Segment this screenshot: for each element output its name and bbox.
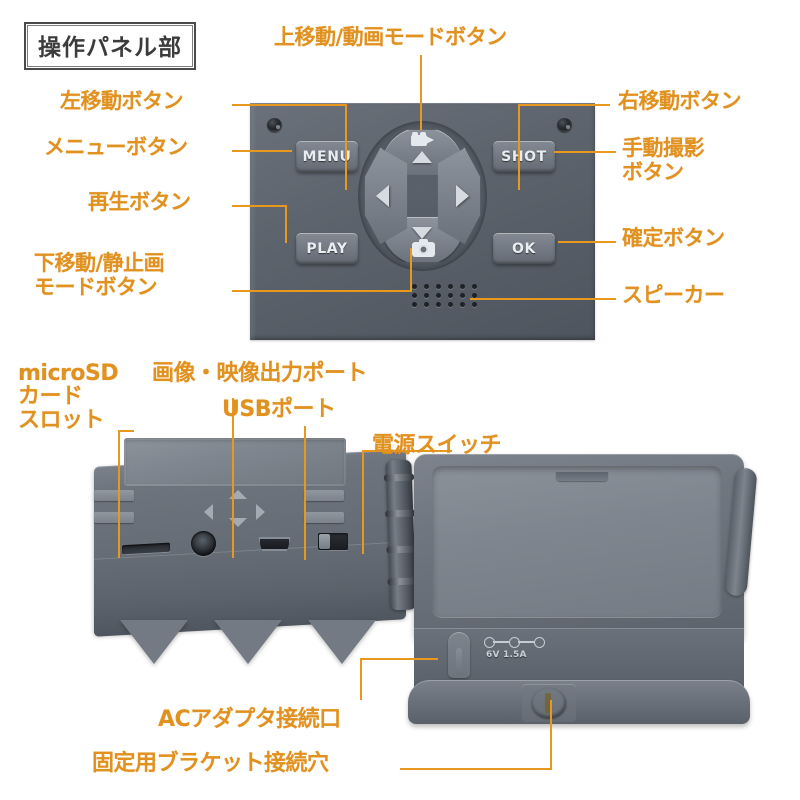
speaker-dot	[436, 293, 441, 298]
speaker-dot	[424, 302, 429, 307]
label-usb-port: USBポート	[222, 397, 336, 422]
leader-down-mode-v	[410, 248, 412, 292]
video-camera-icon	[411, 132, 435, 147]
label-left-move-button: 左移動ボタン	[60, 89, 184, 113]
leader-power-v	[362, 450, 364, 554]
leader-usb-v	[304, 426, 306, 560]
label-ok-button: 確定ボタン	[622, 226, 725, 250]
leader-ac-adapter-v	[360, 658, 362, 700]
leader-left-move-v	[345, 104, 347, 190]
label-up-mode-button: 上移動/動画モードボタン	[274, 25, 507, 49]
ac-adapter-port-flap[interactable]	[448, 632, 470, 678]
case-lid-interior	[432, 466, 722, 618]
speaker-dot	[460, 302, 465, 307]
leader-play	[232, 205, 287, 207]
speaker-dot	[436, 302, 441, 307]
leader-menu	[232, 150, 292, 152]
dpad-control	[358, 121, 487, 271]
speaker-dot	[460, 284, 465, 289]
speaker-grille-icon	[412, 284, 490, 312]
leader-right-move	[518, 104, 610, 106]
leader-av-out-v	[232, 398, 234, 558]
usb-port[interactable]	[258, 537, 291, 551]
speaker-dot	[448, 293, 453, 298]
dpad-left-button[interactable]	[362, 148, 410, 244]
mini-control-panel	[94, 488, 356, 534]
mini-dpad	[204, 490, 266, 530]
mini-shot-button	[304, 490, 344, 501]
label-microsd-slot: microSD カード スロット	[18, 361, 119, 433]
leader-bracket-h	[400, 768, 552, 770]
shot-button[interactable]: SHOT	[493, 141, 555, 172]
label-shot-button: 手動撮影 ボタン	[622, 136, 705, 184]
speaker-dot	[460, 293, 465, 298]
play-button[interactable]: PLAY	[296, 233, 358, 264]
dpad-right-button[interactable]	[435, 148, 483, 244]
control-panel-photo: MENU PLAY SHOT OK	[250, 103, 595, 340]
leader-play-v	[285, 205, 287, 243]
dc-rating-text: 6V 1.5A	[486, 650, 527, 660]
mounting-teeth	[94, 620, 406, 666]
label-play-button: 再生ボタン	[88, 190, 191, 214]
mini-play-button	[94, 512, 134, 523]
leader-shot	[554, 151, 616, 153]
leader-speaker	[470, 298, 616, 300]
label-down-mode-button: 下移動/静止画 モードボタン	[34, 251, 165, 299]
leader-down-mode	[232, 290, 412, 292]
leader-microsd-h	[118, 430, 134, 432]
arrow-right-icon	[456, 185, 469, 207]
mounting-base	[408, 680, 750, 724]
panel-screw-right-icon	[557, 118, 572, 132]
leader-left-move	[232, 104, 347, 106]
leader-right-move-v	[518, 104, 520, 190]
label-speaker: スピーカー	[622, 283, 725, 307]
arrow-up-icon	[412, 151, 432, 163]
still-camera-icon	[412, 239, 435, 257]
label-av-output-port: 画像・映像出力ポート	[152, 361, 368, 386]
ok-button[interactable]: OK	[493, 233, 555, 264]
leader-microsd-v	[118, 430, 120, 558]
dc-polarity-icon	[484, 637, 550, 649]
lcd-screen	[124, 438, 346, 486]
arrow-left-icon	[376, 185, 389, 207]
label-menu-button: メニューボタン	[44, 135, 188, 159]
speaker-dot	[412, 302, 417, 307]
mini-menu-button	[94, 490, 134, 501]
label-bracket-hole: 固定用ブラケット接続穴	[92, 751, 329, 776]
leader-ok	[558, 241, 616, 243]
speaker-dot	[472, 293, 477, 298]
power-switch[interactable]	[318, 533, 348, 550]
label-power-switch: 電源スイッチ	[372, 433, 502, 458]
mini-ok-button	[304, 512, 344, 523]
speaker-dot	[436, 284, 441, 289]
speaker-dot	[412, 293, 417, 298]
label-ac-adapter-port: ACアダプタ接続口	[158, 707, 341, 732]
speaker-dot	[448, 284, 453, 289]
menu-button[interactable]: MENU	[296, 141, 358, 172]
speaker-dot	[412, 284, 417, 289]
speaker-dot	[448, 302, 453, 307]
leader-bracket-v	[550, 700, 552, 770]
panel-screw-left-icon	[267, 118, 282, 132]
case-lid-tab	[556, 472, 608, 481]
label-right-move-button: 右移動ボタン	[618, 89, 742, 113]
leader-up-mode-v	[420, 55, 422, 130]
section-title: 操作パネル部	[24, 22, 196, 70]
device-photo: 6V 1.5A	[36, 432, 776, 762]
leader-power-h	[362, 450, 452, 452]
speaker-dot	[424, 293, 429, 298]
bracket-mount-screw[interactable]	[532, 688, 566, 718]
case-hinge	[383, 459, 418, 611]
speaker-dot	[472, 284, 477, 289]
arrow-down-icon	[412, 227, 432, 239]
speaker-dot	[472, 302, 477, 307]
av-output-port[interactable]	[191, 531, 216, 556]
speaker-dot	[424, 284, 429, 289]
leader-ac-adapter-h	[360, 658, 438, 660]
